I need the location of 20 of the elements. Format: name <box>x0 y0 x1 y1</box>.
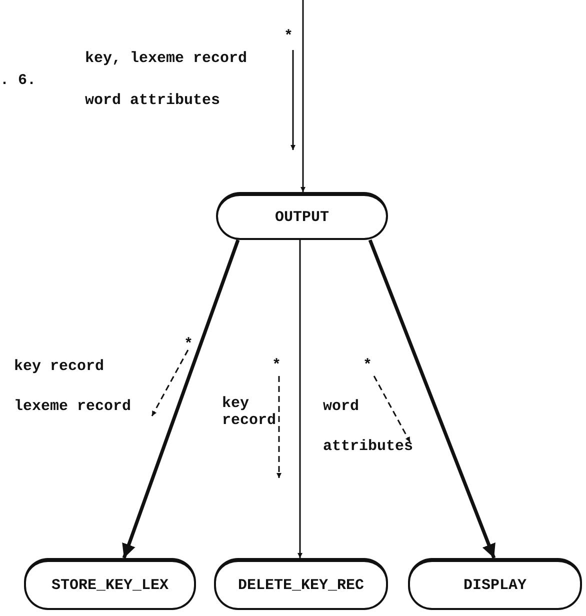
flow-label: lexeme record <box>14 398 132 415</box>
flow-label: key record <box>14 358 104 375</box>
arrow <box>122 239 240 559</box>
flow-label: . 6. <box>0 72 36 89</box>
module-box: DELETE_KEY_REC <box>214 558 388 610</box>
arrow <box>300 0 306 192</box>
arrow <box>368 239 496 559</box>
module-box: STORE_KEY_LEX <box>24 558 196 610</box>
flow-label: word attributes <box>85 92 220 109</box>
flow-label: * <box>363 357 372 374</box>
flow-label: * <box>284 28 294 45</box>
flow-label: * <box>184 336 194 353</box>
flow-label: attributes <box>323 438 414 455</box>
flow-label: key, lexeme record <box>85 50 248 67</box>
flow-label: key record <box>222 395 278 429</box>
flow-label: word <box>323 398 360 415</box>
arrow <box>298 240 302 558</box>
module-box: OUTPUT <box>216 192 388 240</box>
flow-label: * <box>272 357 282 374</box>
module-box: DISPLAY <box>408 558 582 610</box>
